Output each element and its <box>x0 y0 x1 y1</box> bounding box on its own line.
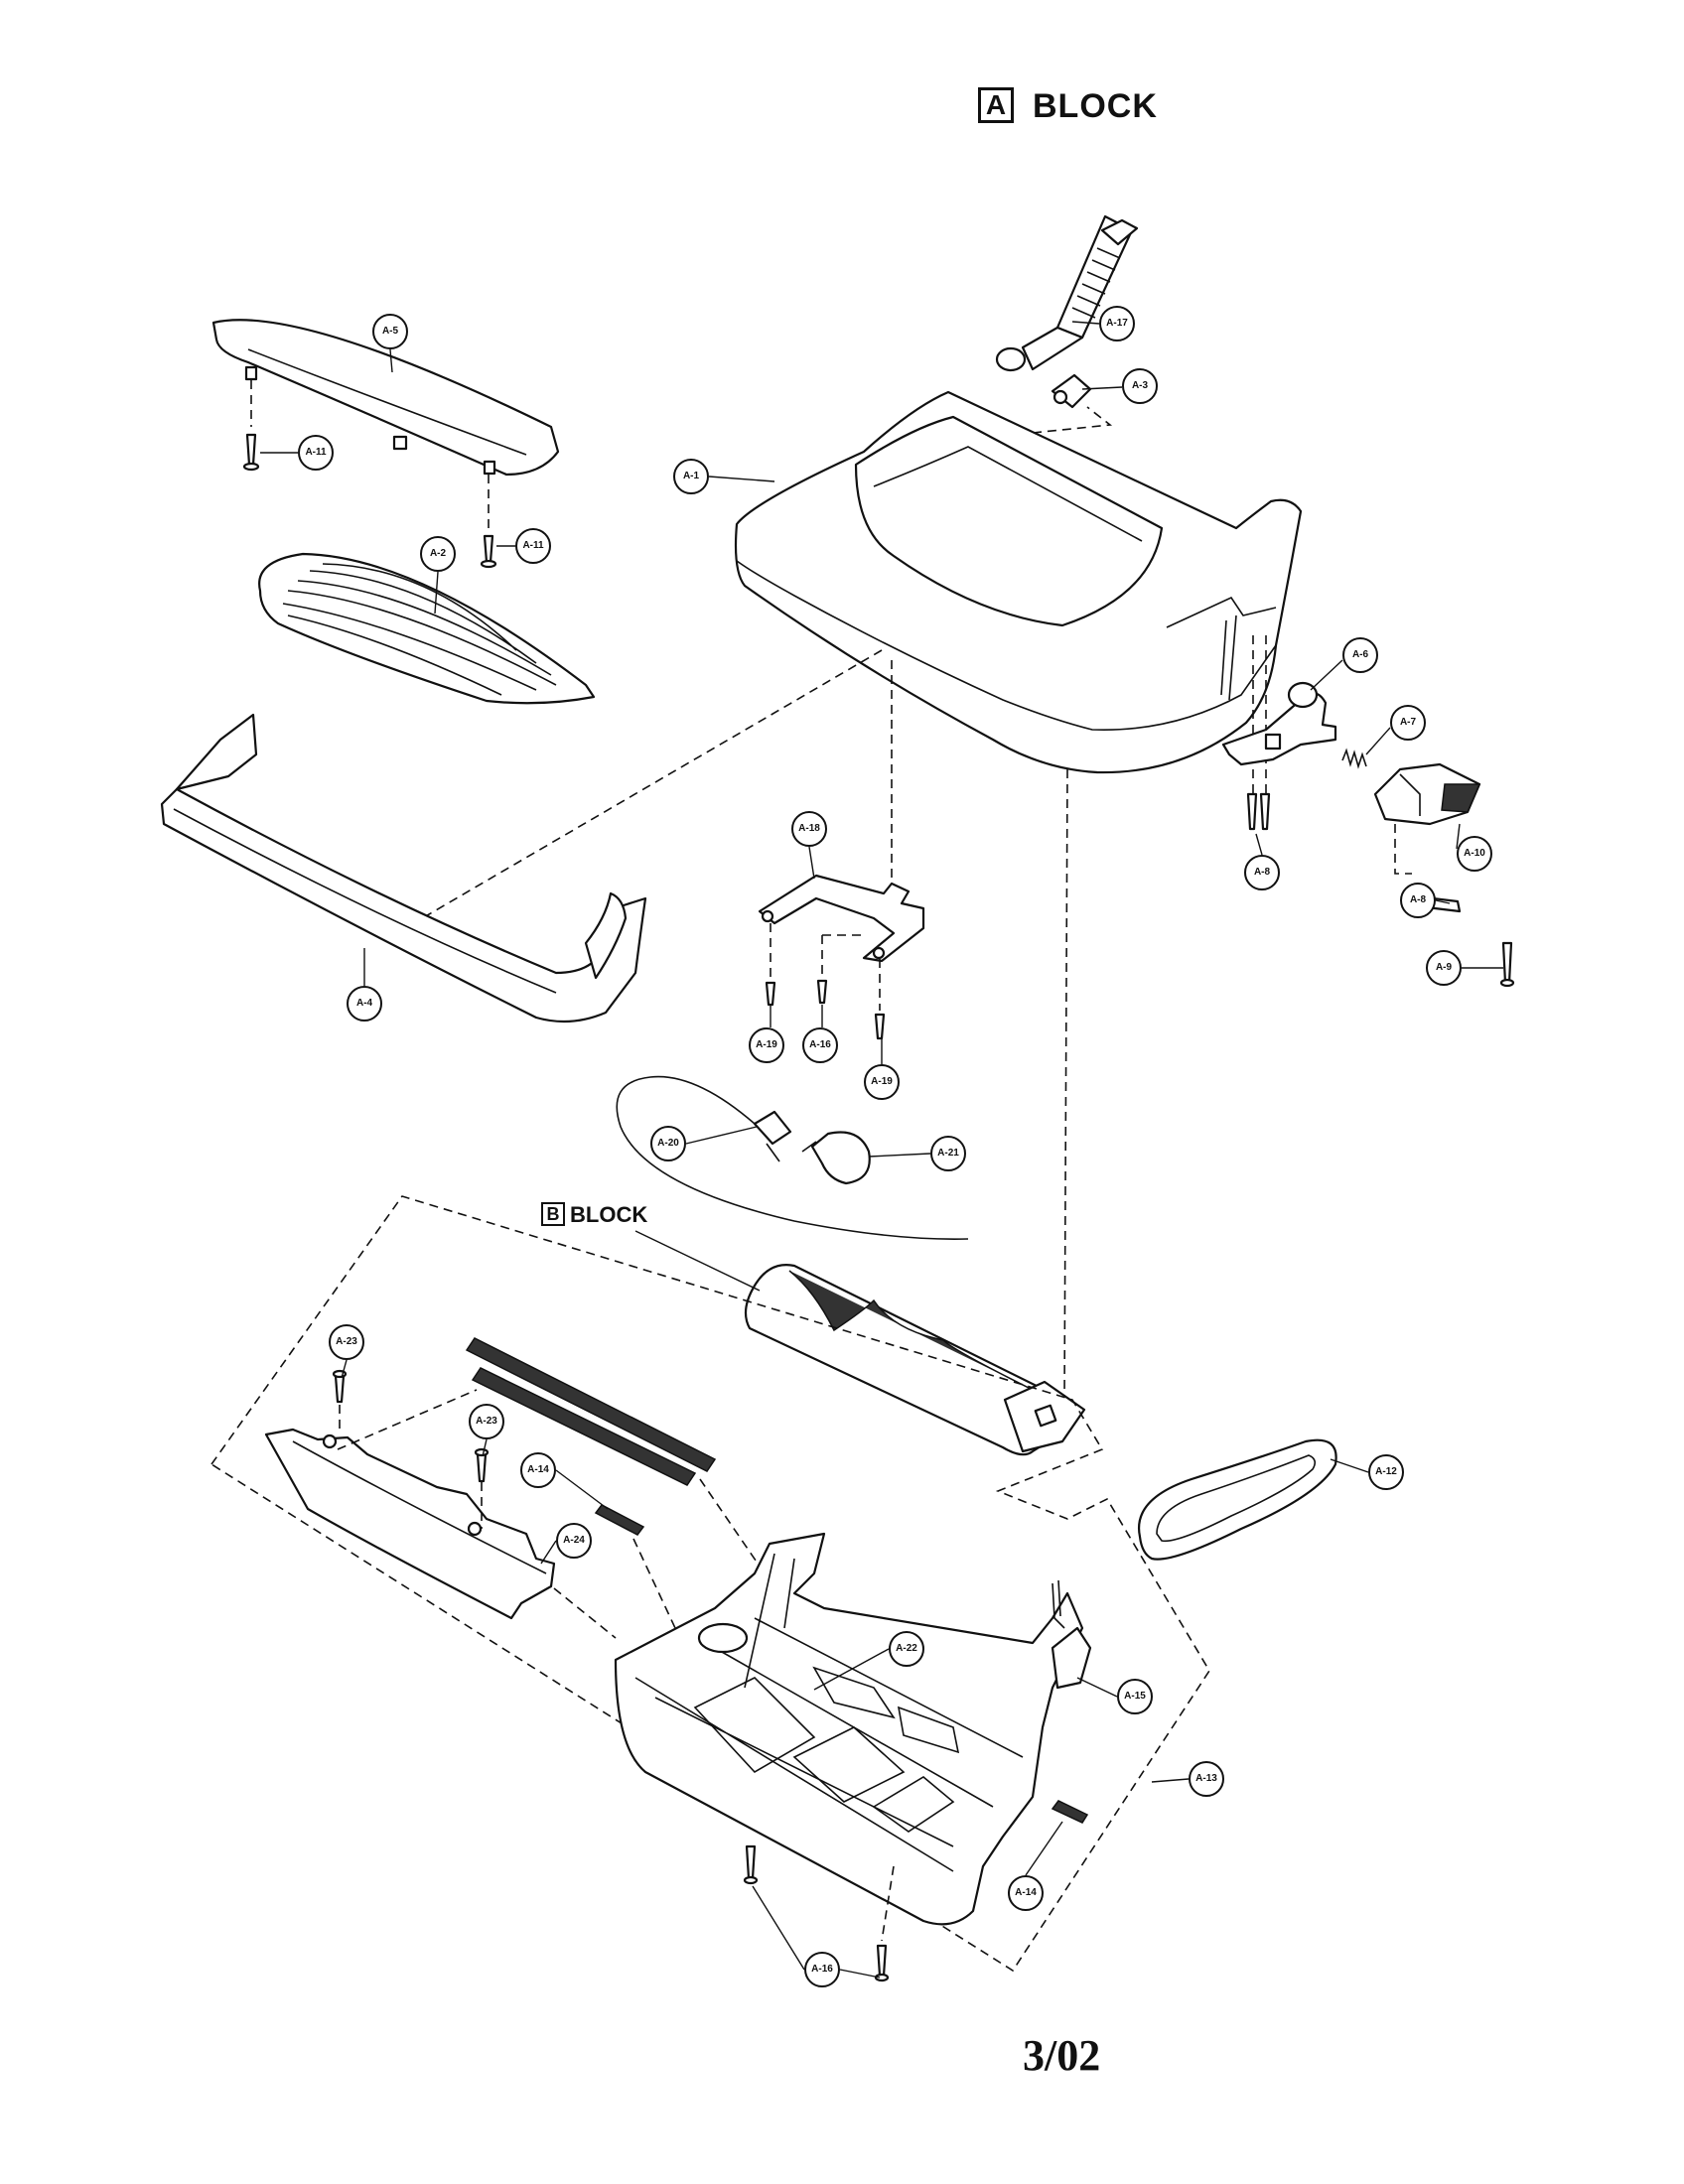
top-handle-part <box>211 319 560 477</box>
part-callout-a-10: A-10 <box>1457 836 1492 872</box>
part-callout-a-16: A-16 <box>804 1952 840 1987</box>
part-callout-a-22: A-22 <box>889 1631 924 1667</box>
base-pan-part <box>614 1532 1092 1926</box>
bristle-strip-small-part <box>1051 1800 1089 1824</box>
screw-part <box>874 1944 890 1982</box>
part-callout-a-23: A-23 <box>329 1324 364 1360</box>
part-callout-a-24: A-24 <box>556 1523 592 1559</box>
bristle-strip-part <box>465 1337 717 1486</box>
part-callout-a-19: A-19 <box>749 1027 784 1063</box>
main-body-part <box>734 390 1303 774</box>
screw-part <box>474 1447 490 1483</box>
screw-part <box>874 1013 886 1040</box>
screw-part <box>480 534 497 569</box>
part-callout-a-14: A-14 <box>520 1452 556 1488</box>
lamp-socket-part <box>616 1075 969 1240</box>
leader-lines <box>260 321 1503 1979</box>
brushroll-part <box>744 1264 1086 1456</box>
part-callout-a-11: A-11 <box>298 435 334 471</box>
part-callout-a-8: A-8 <box>1244 855 1280 890</box>
part-callout-a-4: A-4 <box>347 986 382 1022</box>
spring-part <box>1341 748 1367 769</box>
part-callout-a-19: A-19 <box>864 1064 900 1100</box>
part-callout-a-8: A-8 <box>1400 883 1436 918</box>
part-callout-a-16: A-16 <box>802 1027 838 1063</box>
screw-part <box>1499 941 1515 988</box>
screw-part <box>765 981 776 1007</box>
light-bracket-part <box>758 874 925 963</box>
screw-part <box>816 979 828 1005</box>
spring-clip-part <box>1052 1579 1065 1629</box>
part-callout-a-13: A-13 <box>1189 1761 1224 1797</box>
pedal-part <box>1373 762 1481 826</box>
part-callout-a-3: A-3 <box>1122 368 1158 404</box>
latch-bracket-part <box>1221 681 1337 766</box>
part-callout-a-18: A-18 <box>791 811 827 847</box>
part-callout-a-11: A-11 <box>515 528 551 564</box>
part-callout-a-20: A-20 <box>650 1126 686 1161</box>
part-callout-a-6: A-6 <box>1342 637 1378 673</box>
part-callout-a-12: A-12 <box>1368 1454 1404 1490</box>
part-callout-a-17: A-17 <box>1099 306 1135 341</box>
part-callout-a-2: A-2 <box>420 536 456 572</box>
grille-part <box>258 552 596 705</box>
fitting-part <box>1051 373 1092 409</box>
part-callout-a-9: A-9 <box>1426 950 1462 986</box>
subblock-title: BLOCK <box>570 1202 648 1227</box>
part-callout-a-1: A-1 <box>673 459 709 494</box>
screw-pair-part <box>1246 792 1271 831</box>
front-bumper-part <box>160 713 647 1024</box>
baseplate-strip-part <box>264 1428 556 1620</box>
part-callout-a-7: A-7 <box>1390 705 1426 741</box>
screw-part <box>332 1369 348 1404</box>
screw-part <box>242 433 260 472</box>
block-letter-box: A <box>978 87 1014 123</box>
lamp-bulb-part <box>801 1131 871 1185</box>
drive-belt-part <box>1137 1438 1337 1561</box>
block-title: BLOCK <box>1033 87 1158 125</box>
part-callout-a-23: A-23 <box>469 1404 504 1439</box>
screw-part <box>743 1844 759 1885</box>
bristle-strip-small-part <box>594 1504 645 1536</box>
part-callout-a-5: A-5 <box>372 314 408 349</box>
hose-part <box>995 214 1139 372</box>
subblock-letter-box: B <box>541 1202 565 1226</box>
part-callout-a-15: A-15 <box>1117 1679 1153 1714</box>
part-callout-a-14: A-14 <box>1008 1875 1044 1911</box>
page-date-footer: 3/02 <box>1023 2031 1101 2080</box>
part-callout-a-21: A-21 <box>930 1136 966 1171</box>
